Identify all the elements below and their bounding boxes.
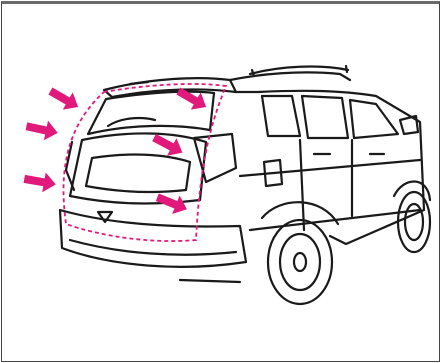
vehicle-body [60, 66, 430, 304]
arrow-icon [173, 82, 211, 115]
arrow-icon [24, 116, 59, 142]
arrow-icon [23, 169, 58, 194]
license-plate-recess [86, 155, 190, 193]
front-wheel-tire [398, 192, 430, 252]
rear-wheel-tire [268, 220, 332, 304]
roof-spoiler [104, 78, 236, 97]
spoiler-brake-light [130, 82, 148, 84]
side-mirror [400, 116, 418, 134]
side-window-middle [302, 96, 348, 138]
bumper-crease [70, 240, 236, 255]
side-window-rear [262, 96, 300, 136]
callout-arrows [23, 82, 212, 218]
rear-wiper [108, 118, 155, 126]
front-wheel-rim [405, 204, 423, 240]
arrow-icon [45, 82, 83, 115]
front-wheel-arch [394, 181, 430, 200]
roof-line [230, 72, 350, 80]
exhaust [180, 280, 240, 282]
rear-wheel-rim [280, 234, 320, 290]
rear-wheel-hub [294, 253, 306, 271]
rear-bumper [60, 210, 246, 267]
